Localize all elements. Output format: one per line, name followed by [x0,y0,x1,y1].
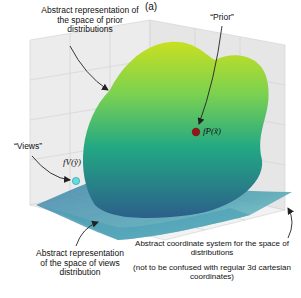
callout-text: Abstract coordinate system for the space… [126,240,298,258]
callout-text: “Views” [4,142,52,152]
leader-line [76,222,98,246]
callout-text: Abstract representation of the space of … [40,6,140,35]
callout-text: “Prior” [196,13,248,23]
note-text: (not to be confused with regular 3d cart… [126,264,298,282]
views-point [72,177,79,184]
math-label: fP(x̃) [203,126,253,136]
leader-line [70,46,108,90]
panel-label: (a) [135,1,167,12]
leader-line [199,26,222,124]
callout-text: Abstract representation of the space of … [36,249,124,278]
prior-point [192,128,200,136]
views-surface-front [36,205,250,240]
prior-surface [83,42,269,218]
leader-line [288,208,292,238]
math-label: fV(ỹ) [63,157,103,167]
